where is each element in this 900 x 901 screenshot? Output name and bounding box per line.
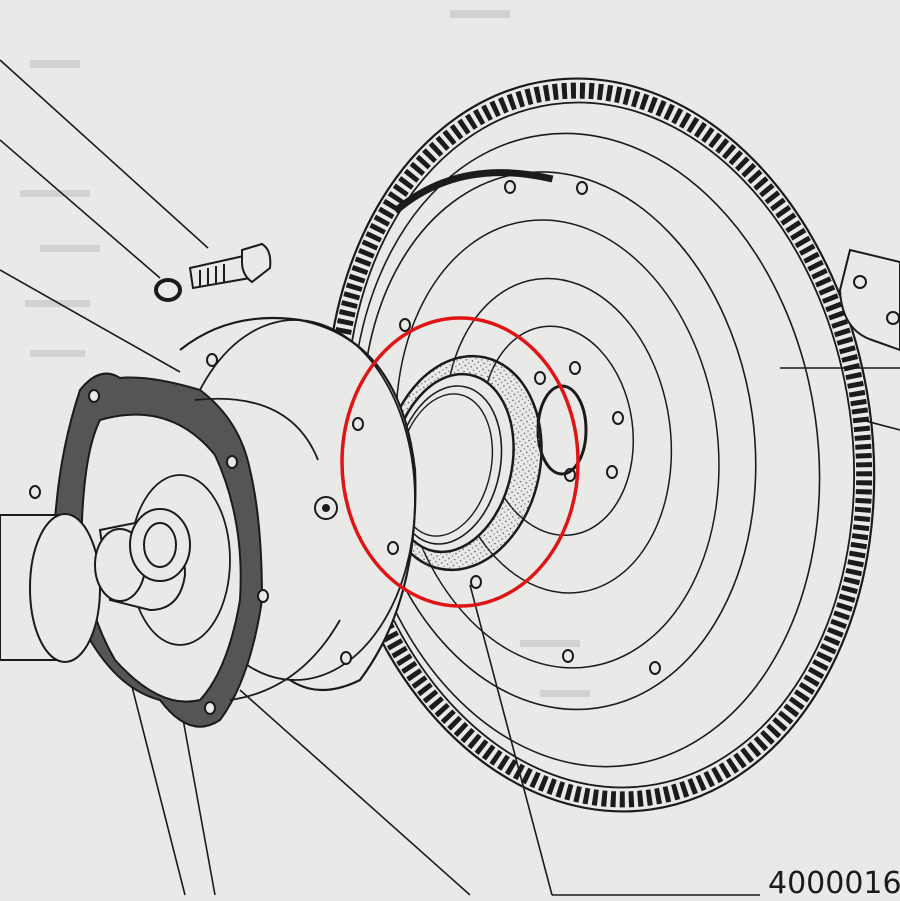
crankshaft-hub [0, 508, 191, 663]
flywheel-shadow-arc [393, 169, 554, 214]
highlight-circle [340, 316, 580, 608]
side-bracket [838, 248, 900, 352]
leader-line-adapter [239, 689, 471, 896]
reference-number: 4000016 [768, 866, 900, 901]
adapter-plate [174, 316, 417, 691]
leader-line-plate [0, 269, 181, 373]
leader-line-bolt [0, 59, 209, 249]
washer [154, 278, 182, 302]
bolt [188, 242, 272, 290]
leader-line-washer [0, 139, 161, 279]
leader-lines [0, 59, 900, 896]
leader-line-bracket [861, 419, 900, 431]
housing-body [129, 397, 341, 701]
